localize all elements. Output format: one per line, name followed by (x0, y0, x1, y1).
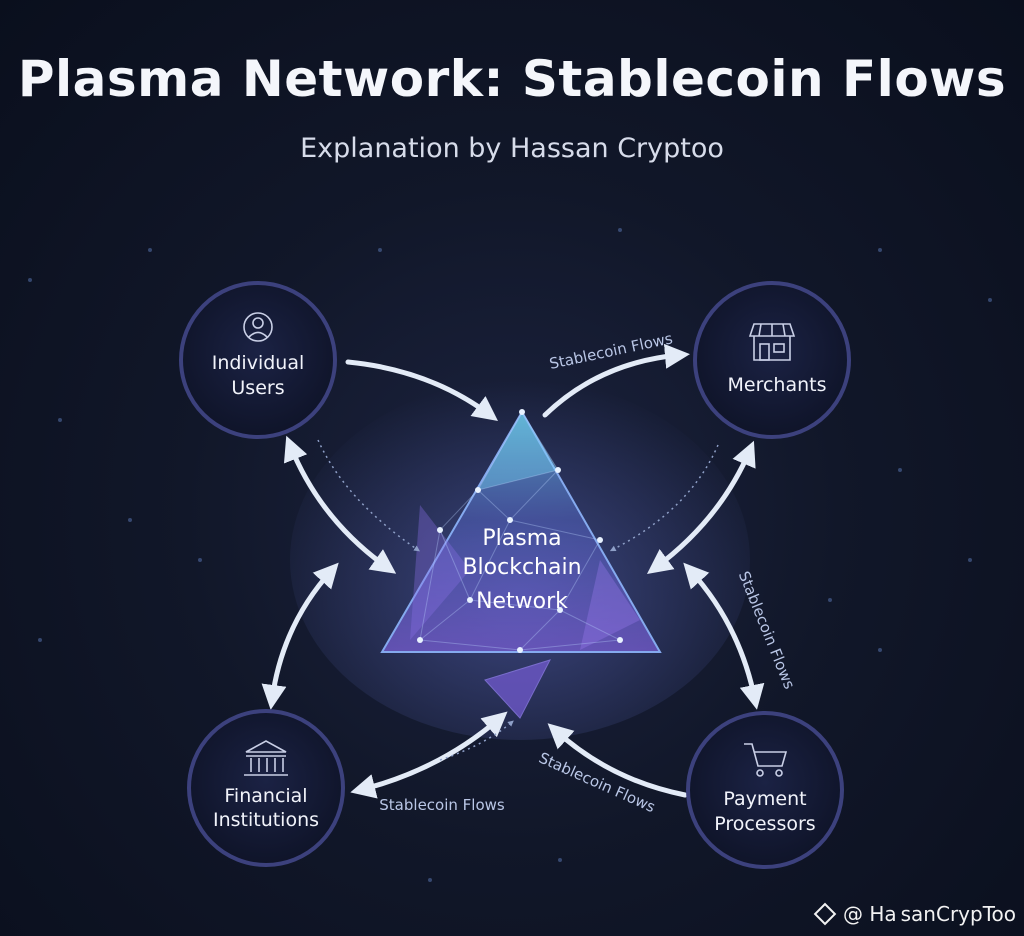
storefront-icon (748, 323, 796, 361)
flow-label-right: Stablecoin Flows (735, 569, 799, 692)
mesh-line (439, 489, 479, 531)
center-label-line2: Blockchain (462, 555, 581, 580)
arrow-users-network-bidirectional (283, 435, 397, 574)
mesh-line (521, 411, 559, 471)
node-individual-users: Individual Users (179, 281, 337, 439)
arrow-merchants-processors (683, 562, 765, 710)
node-label-processors: Processors (714, 813, 815, 835)
arrow-institutions-network (350, 711, 508, 799)
background-dot (898, 468, 902, 472)
mesh-line (509, 519, 601, 541)
mesh-line (419, 639, 521, 651)
mesh-node (617, 637, 623, 643)
background-dot (618, 228, 622, 232)
node-payment-processors: Payment Processors (686, 711, 844, 869)
mesh-line (477, 489, 511, 521)
page-title: Plasma Network: Stablecoin Flows (17, 50, 1007, 108)
background-dot (558, 858, 562, 862)
arrow-users-institutions (261, 562, 339, 710)
triangle-mesh (417, 409, 623, 653)
mesh-line (559, 539, 601, 611)
node-financial-institutions: Financial Institutions (187, 709, 345, 867)
mesh-line (469, 519, 511, 601)
background-dot (128, 518, 132, 522)
arrow-network-to-merchants (542, 343, 690, 418)
background-dot (378, 248, 382, 252)
bank-icon (244, 740, 288, 776)
flow-label-top-right: Stablecoin Flows (548, 329, 675, 373)
mesh-node (597, 537, 603, 543)
node-label-merchants: Merchants (728, 374, 827, 396)
node-label-users: Users (231, 377, 284, 399)
center-label-line3: Network (476, 589, 568, 614)
node-label-payment: Payment (723, 788, 806, 810)
shopping-cart-icon (744, 743, 788, 777)
mesh-node (467, 597, 473, 603)
background-dot (198, 558, 202, 562)
background-dot (28, 278, 32, 282)
mesh-line (519, 639, 621, 651)
dotted-flow-lines (317, 439, 719, 761)
watermark: @ Ha sanCrypToo (813, 902, 1016, 926)
page-subtitle: Explanation by Hassan Cryptoo (300, 133, 724, 164)
arrow-users-to-network (345, 359, 499, 421)
background-network-dots (28, 228, 992, 882)
background-dot (968, 558, 972, 562)
mesh-line (477, 469, 559, 491)
mesh-line (509, 469, 559, 521)
plasma-network-triangle (380, 409, 662, 719)
node-label-individual: Individual (212, 352, 305, 374)
mesh-line (477, 411, 523, 491)
node-merchants: Merchants (693, 281, 851, 439)
background-dot (58, 418, 62, 422)
mesh-line (439, 529, 471, 601)
binance-diamond-icon (813, 902, 837, 926)
mesh-line (419, 599, 471, 641)
background-dot (38, 638, 42, 642)
mesh-node (555, 467, 561, 473)
mesh-node (475, 487, 481, 493)
background-dot (878, 248, 882, 252)
background-dot (148, 248, 152, 252)
flow-label-bottom-left: Stablecoin Flows (379, 796, 505, 814)
user-icon (243, 312, 273, 342)
mesh-node (519, 409, 525, 415)
mesh-node (437, 527, 443, 533)
arrow-processors-to-network (547, 723, 688, 798)
mesh-line (469, 599, 561, 611)
mesh-node (417, 637, 423, 643)
node-label-financial: Financial (224, 785, 307, 807)
mesh-line (559, 609, 621, 641)
mesh-node (517, 647, 523, 653)
background-dot (428, 878, 432, 882)
background-dot (988, 298, 992, 302)
mesh-node (507, 517, 513, 523)
center-label-line1: Plasma (482, 526, 561, 551)
background-dot (828, 598, 832, 602)
mesh-node (557, 607, 563, 613)
flow-arrows (261, 343, 765, 799)
arrow-merchants-network-bidirectional (646, 440, 756, 574)
mesh-line (519, 609, 561, 651)
background-dot (878, 648, 882, 652)
watermark-text: @ Ha sanCrypToo (842, 902, 1016, 926)
node-label-institutions: Institutions (213, 809, 319, 831)
mesh-line (419, 529, 441, 641)
